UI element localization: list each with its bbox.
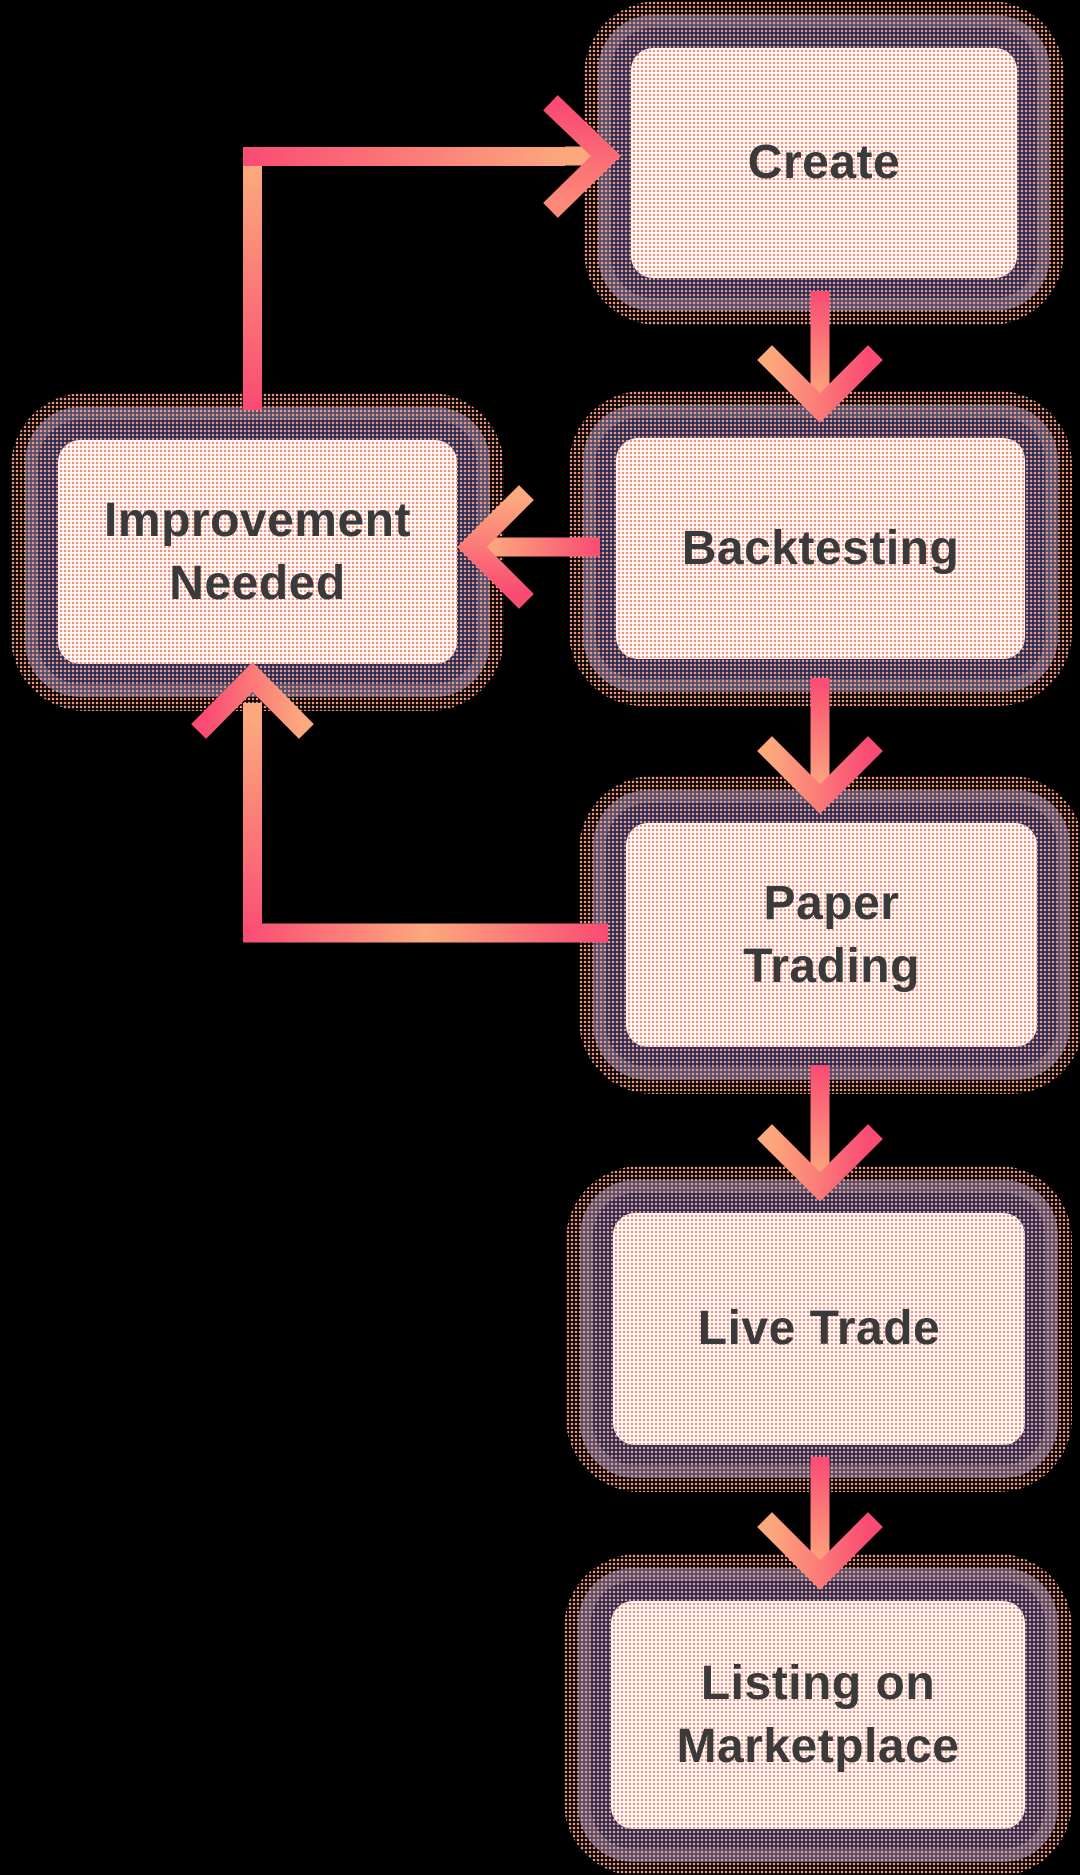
node-backtesting-label: Backtesting [681,521,960,575]
arrow-improvement-to-create [243,95,622,410]
node-listing-marketplace: Listing on Marketplace [564,1554,1072,1875]
node-improvement-needed-label: Improvement Needed [104,493,411,610]
node-backtesting: Backtesting [569,391,1072,706]
node-create: Create [584,1,1064,325]
node-paper-trading: Paper Trading [579,776,1080,1094]
node-create-label: Create [747,136,901,190]
node-live-trade-label: Live Trade [697,1302,941,1356]
node-live-trade: Live Trade [566,1166,1072,1492]
node-listing-marketplace-label: Listing on Marketplace [676,1656,960,1773]
node-improvement-needed: Improvement Needed [11,393,504,711]
arrow-paper-to-improvement [191,662,608,943]
node-paper-trading-label: Paper Trading [743,876,920,993]
